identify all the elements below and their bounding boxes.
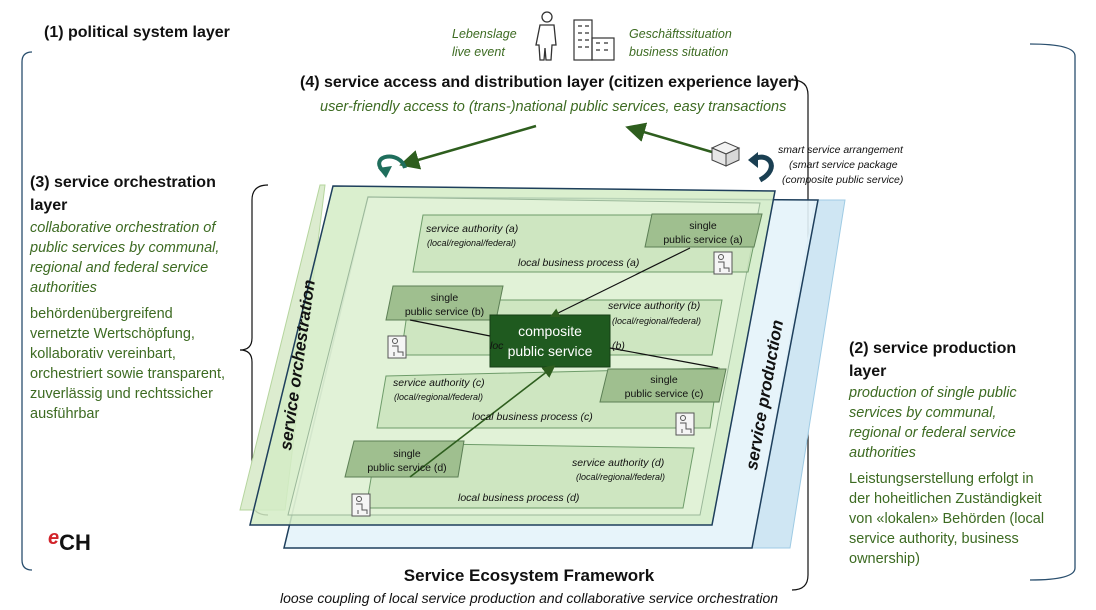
authority-c-label: service authority (c)	[393, 377, 485, 389]
authority-d-scope: (local/regional/federal)	[576, 472, 666, 482]
business-situation-en: business situation	[629, 45, 729, 59]
access-arrow-right	[625, 122, 713, 154]
orchestration-desc: collaborative orchestration of public se…	[30, 218, 219, 298]
business-situation-label: Geschäftssituation business situation	[629, 25, 732, 61]
arrow-c	[609, 347, 719, 369]
orchestration-desc-line: regional and federal service	[30, 260, 209, 276]
ech-logo-text: CH	[59, 530, 91, 555]
process-c-label: local business process (c)	[472, 411, 593, 423]
composite-line1: composite	[518, 323, 582, 339]
single-box-d	[344, 440, 465, 478]
production-title-line2: layer	[849, 363, 887, 380]
composite-service-label: composite public service	[490, 321, 610, 361]
access-layer-subtitle: user-friendly access to (trans-)national…	[320, 99, 787, 115]
worker-icon-b	[387, 335, 407, 359]
orchestration-de-line: orchestriert sowie transparent,	[30, 366, 226, 382]
orchestration-title-line1: (3) service orchestration	[30, 174, 216, 191]
footer-subtitle: loose coupling of local service producti…	[279, 590, 779, 606]
right-brace	[1029, 43, 1076, 581]
smart-service-label: smart service arrangement (smart service…	[778, 143, 903, 188]
single-box-a	[644, 213, 763, 248]
authority-b-scope: (local/regional/federal)	[612, 316, 702, 326]
orchestration-de-line: ausführbar	[30, 406, 100, 422]
production-desc: production of single public services by …	[849, 383, 1017, 463]
single-service-a: single public service (a)	[652, 219, 754, 247]
access-arrow-left	[399, 124, 537, 170]
single-d-line1: single	[393, 448, 421, 460]
process-d-label: local business process (d)	[458, 492, 580, 504]
live-event-de: Lebenslage	[452, 27, 517, 41]
production-desc-line: authorities	[849, 445, 916, 461]
orchestration-title-line2: layer	[30, 197, 68, 214]
worker-icon-d	[351, 493, 371, 517]
left-brace	[21, 51, 33, 571]
authority-a-label: service authority (a)	[426, 223, 519, 235]
person-icon	[535, 11, 557, 61]
production-de-line: der hoheitlichen Zuständigkeit	[849, 491, 1042, 507]
orchestration-layer-title: (3) service orchestration layer	[30, 171, 216, 217]
orchestration-desc-line: public services by communal,	[30, 240, 220, 256]
single-c-line2: public service (c)	[624, 388, 704, 400]
production-de-line: ownership)	[849, 551, 920, 567]
worker-icon-a	[713, 251, 733, 275]
composite-box	[489, 314, 611, 368]
ech-logo-e: e	[48, 527, 60, 549]
process-b-label-right: (b)	[612, 340, 625, 352]
single-a-line2: public service (a)	[663, 234, 743, 246]
orchestration-desc-line: authorities	[30, 280, 97, 296]
production-de-line: von «lokalen» Behörden (local	[849, 511, 1045, 527]
orchestration-desc-line: collaborative orchestration of	[30, 220, 216, 236]
ech-logo: eCH	[48, 527, 91, 556]
orchestration-de-line: vernetzte Wertschöpfung,	[30, 326, 195, 342]
single-b-line1: single	[430, 292, 459, 304]
composite-line2: public service	[507, 343, 593, 359]
arrow-b	[409, 319, 491, 337]
process-a-label: local business process (a)	[518, 257, 640, 269]
authority-a-scope: (local/regional/federal)	[427, 238, 517, 248]
business-situation-de: Geschäftssituation	[629, 27, 732, 41]
worker-icon-c	[675, 412, 695, 436]
live-event-label: Lebenslage live event	[452, 25, 517, 61]
production-de-line: Leistungserstellung erfolgt in	[849, 471, 1034, 487]
single-service-c: single public service (c)	[608, 373, 720, 401]
orchestration-de-line: behördenübergreifend	[30, 306, 173, 322]
single-b-line2: public service (b)	[404, 306, 485, 318]
single-box-c	[599, 368, 727, 403]
footer-title: Service Ecosystem Framework	[403, 566, 655, 585]
single-c-line1: single	[650, 374, 678, 386]
orchestration-de-line: kollaborativ vereinbart,	[30, 346, 176, 362]
single-d-line2: public service (d)	[367, 462, 447, 474]
single-service-b: single public service (b)	[392, 291, 497, 319]
arrow-d	[409, 365, 556, 478]
orchestration-de-line: zuverlässig und rechtssicher	[30, 386, 213, 402]
production-desc-line: regional or federal service	[849, 425, 1016, 441]
production-desc-de: Leistungserstellung erfolgt in der hohei…	[849, 469, 1044, 569]
smart-service-line2: (smart service package	[789, 159, 898, 171]
access-layer-title: (4) service access and distribution laye…	[300, 74, 799, 91]
orchestration-desc-de: behördenübergreifend vernetzte Wertschöp…	[30, 304, 225, 424]
smart-service-line1: smart service arrangement	[778, 144, 903, 156]
production-de-line: service authority, business	[849, 531, 1019, 547]
production-desc-line: production of single public	[849, 385, 1017, 401]
building-icon	[573, 19, 615, 61]
production-layer-title: (2) service production layer	[849, 337, 1016, 383]
arrow-a	[549, 247, 691, 318]
production-title-line1: (2) service production	[849, 340, 1017, 357]
curved-arrow-left	[377, 154, 407, 172]
package-icon	[710, 141, 741, 167]
authority-b-label: service authority (b)	[608, 300, 701, 312]
single-a-line1: single	[689, 220, 717, 232]
smart-service-line3: (composite public service)	[782, 174, 904, 186]
live-event-en: live event	[452, 45, 505, 59]
process-b-label-left: loc	[490, 340, 504, 352]
authority-c-scope: (local/regional/federal)	[394, 392, 484, 402]
production-desc-line: services by communal,	[849, 405, 997, 421]
single-service-d: single public service (d)	[354, 447, 460, 475]
authority-d-label: service authority (d)	[572, 457, 665, 469]
political-layer-title: (1) political system layer	[44, 24, 230, 41]
